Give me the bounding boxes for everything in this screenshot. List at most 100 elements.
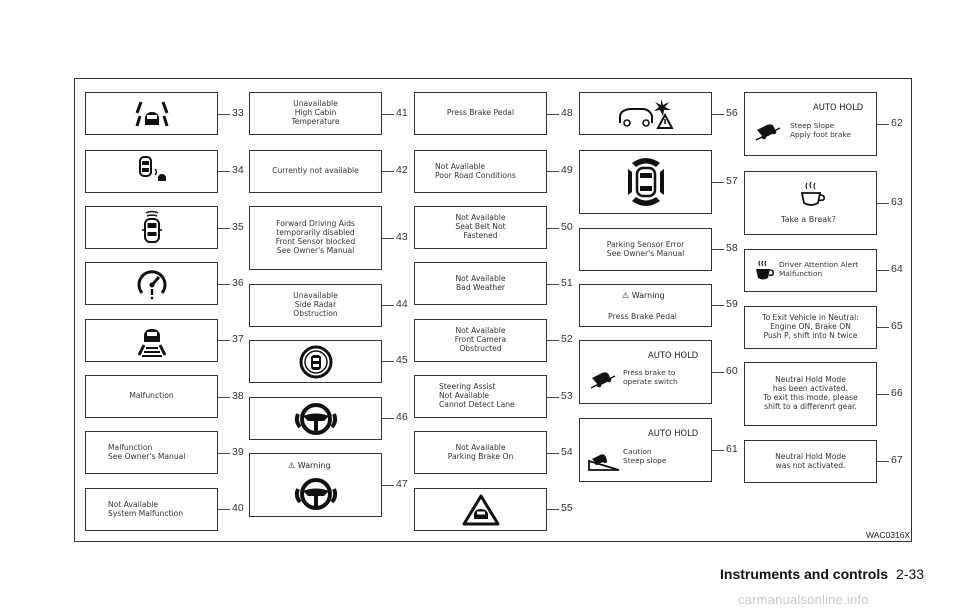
callout-52: 52 <box>561 333 573 345</box>
leader-36 <box>218 284 230 285</box>
callout-65: 65 <box>891 320 903 332</box>
callout-34: 34 <box>232 164 244 176</box>
speedometer-warning-icon <box>137 269 166 299</box>
panel-47: ⚠ Warning <box>249 453 382 517</box>
panel-61-header: AUTO HOLD <box>648 428 699 438</box>
panel-67-text: Neutral Hold Mode was not activated. <box>775 451 846 470</box>
leader-46 <box>382 418 394 419</box>
callout-38: 38 <box>232 390 244 402</box>
panel-63-text: Take a Break? <box>781 215 837 224</box>
callout-55: 55 <box>561 502 573 514</box>
panel-52: Not Available Front Camera Obstructed <box>414 319 547 362</box>
panel-44-text: Unavailable Side Radar Obstruction <box>293 291 338 318</box>
warning-label: Warning <box>631 291 665 300</box>
callout-51: 51 <box>561 277 573 289</box>
leader-53 <box>547 397 559 398</box>
steering-wheel-hands-icon <box>294 478 338 510</box>
panel-54-text: Not Available Parking Brake On <box>447 442 514 461</box>
panel-64: Driver Attention Alert Malfunction <box>744 249 877 292</box>
panel-57 <box>579 150 712 214</box>
callout-62: 62 <box>891 117 903 129</box>
leader-45 <box>382 361 394 362</box>
panel-50: Not Available Seat Belt Not Fastened <box>414 206 547 249</box>
panel-53-text: Steering Assist Not Available Cannot Det… <box>439 382 515 409</box>
leader-58 <box>712 249 724 250</box>
panel-66-text: Neutral Hold Mode has been activated. To… <box>763 375 858 411</box>
car-triangle-icon <box>462 494 499 525</box>
panel-61-text: Caution Steep slope <box>623 447 667 465</box>
lane-departure-icon <box>135 100 168 126</box>
callout-40: 40 <box>232 502 244 514</box>
callout-47: 47 <box>396 478 408 490</box>
footer-section-title: Instruments and controls <box>720 566 889 582</box>
panel-52-text: Not Available Front Camera Obstructed <box>454 326 507 353</box>
leader-65 <box>877 327 889 328</box>
panel-47-warning: ⚠ Warning <box>288 461 331 470</box>
panel-44: Unavailable Side Radar Obstruction <box>249 284 382 327</box>
leader-52 <box>547 340 559 341</box>
callout-39: 39 <box>232 446 244 458</box>
panel-43: Forward Driving Aids temporarily disable… <box>249 206 382 270</box>
leader-40 <box>218 509 230 510</box>
panel-58-text: Parking Sensor Error See Owner's Manual <box>606 239 685 258</box>
leader-63 <box>877 203 889 204</box>
panel-48-text: Press Brake Pedal <box>446 108 515 118</box>
collision-warning-icon <box>618 98 674 129</box>
panel-43-text: Forward Driving Aids temporarily disable… <box>275 219 356 255</box>
panel-41-text: Unavailable High Cabin Temperature <box>291 99 340 126</box>
panel-62: AUTO HOLD Steep Slope Apply foot brake <box>744 92 877 156</box>
panel-35 <box>85 206 218 249</box>
panel-51-text: Not Available Bad Weather <box>455 273 506 292</box>
leader-67 <box>877 461 889 462</box>
panel-55 <box>414 488 547 531</box>
panel-54: Not Available Parking Brake On <box>414 431 547 474</box>
leader-33 <box>218 114 230 115</box>
callout-49: 49 <box>561 164 573 176</box>
callout-60: 60 <box>726 365 738 377</box>
panel-60-header: AUTO HOLD <box>648 350 699 360</box>
panel-66: Neutral Hold Mode has been activated. To… <box>744 362 877 426</box>
panel-38: Malfunction <box>85 375 218 418</box>
callout-59: 59 <box>726 298 738 310</box>
panel-67: Neutral Hold Mode was not activated. <box>744 440 877 483</box>
radar-car-icon <box>299 345 332 378</box>
panel-36 <box>85 262 218 305</box>
panel-49-text: Not Available Poor Road Conditions <box>435 161 516 180</box>
callout-45: 45 <box>396 354 408 366</box>
leader-38 <box>218 397 230 398</box>
panel-59-warning: ⚠ Warning <box>622 291 665 300</box>
leader-50 <box>547 228 559 229</box>
panel-49: Not Available Poor Road Conditions <box>414 150 547 193</box>
leader-64 <box>877 270 889 271</box>
callout-64: 64 <box>891 263 903 275</box>
leader-35 <box>218 228 230 229</box>
lane-assist-icon <box>137 328 166 357</box>
panel-62-text: Steep Slope Apply foot brake <box>790 121 851 139</box>
callout-35: 35 <box>232 221 244 233</box>
figure-frame <box>74 78 912 542</box>
leader-42 <box>382 171 394 172</box>
panel-56 <box>579 92 712 135</box>
panel-45 <box>249 340 382 383</box>
leader-56 <box>712 114 724 115</box>
panel-39: Malfunction See Owner's Manual <box>85 431 218 474</box>
leader-37 <box>218 340 230 341</box>
figure-code: WAC0316X <box>866 530 911 540</box>
callout-53: 53 <box>561 390 573 402</box>
panel-34 <box>85 150 218 193</box>
watermark: carmanualsonline.info <box>738 592 869 607</box>
coffee-cup-icon <box>756 260 774 280</box>
callout-37: 37 <box>232 333 244 345</box>
leader-57 <box>712 182 724 183</box>
car-slope-icon <box>590 372 616 389</box>
panel-42-text: Currently not available <box>272 166 359 176</box>
leader-55 <box>547 509 559 510</box>
callout-57: 57 <box>726 175 738 187</box>
callout-66: 66 <box>891 387 903 399</box>
panel-65: To Exit Vehicle in Neutral: Engine ON, B… <box>744 306 877 349</box>
panel-59-text: Press Brake Pedal <box>608 312 677 321</box>
warning-triangle-icon: ⚠ <box>622 291 630 300</box>
callout-33: 33 <box>232 107 244 119</box>
leader-62 <box>877 124 889 125</box>
